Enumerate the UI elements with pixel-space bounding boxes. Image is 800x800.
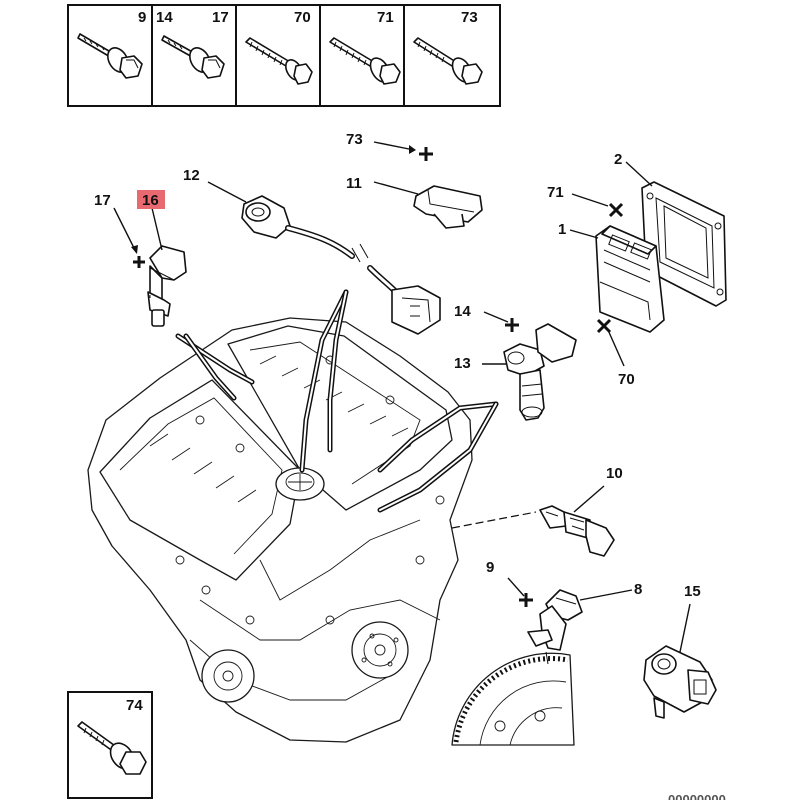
part-label-12: 12 — [183, 167, 200, 184]
fastener-label-17: 17 — [212, 9, 229, 26]
cross-marker-73 — [419, 147, 433, 161]
part-label-10: 10 — [606, 465, 623, 482]
engine-assembly — [87, 317, 537, 743]
fastener-74-box: 74 — [67, 691, 153, 799]
engine-control-unit-1 — [595, 181, 727, 333]
sensor-11 — [413, 185, 483, 229]
fastener-label-14: 14 — [156, 9, 173, 26]
camshaft-sensor-13 — [503, 323, 577, 421]
highlight-box-16 — [137, 190, 165, 209]
solenoid-valve-16 — [147, 245, 187, 327]
part-label-2: 2 — [614, 151, 622, 168]
fastener-table: 9 14 17 70 71 73 — [67, 4, 501, 107]
part-label-8: 8 — [634, 581, 642, 598]
flywheel — [451, 652, 575, 746]
fastener-label-9: 9 — [138, 9, 146, 26]
cross-marker-17 — [133, 256, 145, 268]
part-label-70: 70 — [618, 371, 635, 388]
wiring-harness — [175, 289, 499, 513]
part-label-11: 11 — [346, 175, 362, 192]
screw-73-icon — [413, 37, 483, 85]
part-label-16: 16 — [142, 192, 159, 209]
part-label-17: 17 — [94, 192, 111, 209]
cross-marker-14 — [505, 318, 519, 332]
flange-bolt-9-icon — [77, 33, 143, 79]
temperature-sensor-10 — [539, 505, 615, 557]
fastener-label-70: 70 — [294, 9, 311, 26]
fastener-label-71: 71 — [377, 9, 394, 26]
flange-bolt-14-icon — [161, 35, 225, 79]
part-label-15: 15 — [684, 583, 701, 600]
part-label-9: 9 — [486, 559, 494, 576]
leader-lines — [113, 141, 691, 653]
part-label-14: 14 — [454, 303, 471, 320]
map-sensor-15 — [643, 645, 717, 719]
screw-71-icon — [329, 37, 401, 85]
footer-code: 00000000 — [668, 792, 726, 800]
fastener-label-73: 73 — [461, 9, 478, 26]
flange-bolt-74-icon — [77, 721, 147, 775]
part-labels: 16 17 12 73 11 2 71 1 14 13 70 10 9 8 15 — [94, 131, 701, 600]
cross-marker-9 — [519, 593, 533, 607]
part-label-1: 1 — [558, 221, 566, 238]
crankshaft-sensor-8 — [527, 589, 583, 665]
fastener-label-74: 74 — [126, 697, 143, 714]
part-label-13: 13 — [454, 355, 471, 372]
knock-sensor-12 — [241, 195, 441, 335]
screw-70-icon — [245, 37, 313, 85]
part-label-71: 71 — [547, 184, 564, 201]
cross-markers — [133, 147, 624, 607]
part-label-73: 73 — [346, 131, 363, 148]
cross-marker-71 — [608, 202, 624, 218]
cross-marker-70 — [596, 318, 612, 334]
